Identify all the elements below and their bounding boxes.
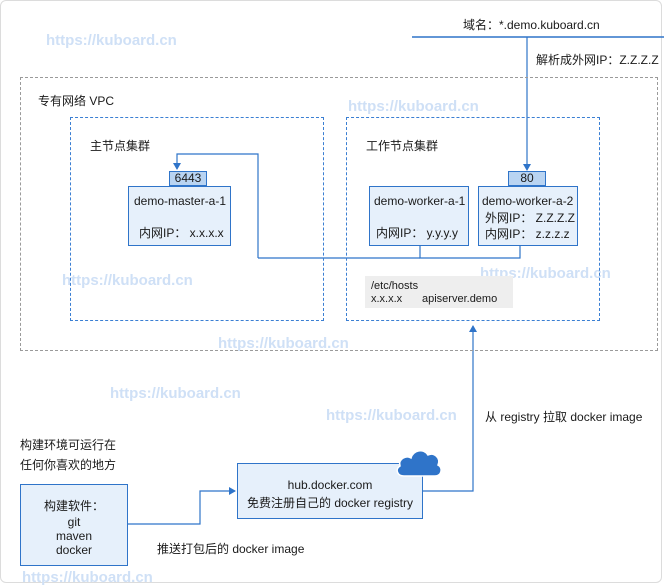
worker-node-1-name: demo-worker-a-1 xyxy=(374,194,466,208)
watermark: https://kuboard.cn xyxy=(218,335,349,352)
push-image-arrow xyxy=(128,487,236,525)
build-env-line-1: 构建环境可运行在 xyxy=(20,438,117,452)
domain-label: 域名：*.demo.kuboard.cn xyxy=(463,18,600,32)
master-cluster-label: 主节点集群 xyxy=(90,139,151,153)
master-node: demo-master-a-1 内网IP： x.x.x.x xyxy=(128,186,231,246)
master-cluster xyxy=(70,117,324,321)
worker-node-1: demo-worker-a-1 内网IP： y.y.y.y xyxy=(369,186,469,246)
push-image-label: 推送打包后的 docker image xyxy=(157,542,305,556)
worker-node-2: demo-worker-a-2 外网IP： Z.Z.Z.Z 内网IP： z.z.… xyxy=(478,186,578,246)
worker-cluster xyxy=(346,117,600,321)
worker-node-1-internal-ip: 内网IP： y.y.y.y xyxy=(376,226,459,240)
hub-description: 免费注册自己的 docker registry xyxy=(246,496,414,510)
pull-image-arrow xyxy=(423,325,477,492)
worker-node-2-name: demo-worker-a-2 xyxy=(482,194,574,208)
resolve-label: 解析成外网IP：Z.Z.Z.Z xyxy=(536,53,659,67)
apiserver-arrow xyxy=(173,153,259,258)
hosts-entry-host: apiserver.demo xyxy=(422,293,498,305)
vpc-label: 专有网络 VPC xyxy=(38,94,115,108)
worker-node-2-external-ip: 外网IP： Z.Z.Z.Z xyxy=(485,211,575,225)
worker-bus-line xyxy=(419,246,521,259)
hosts-entry-ip: x.x.x.x xyxy=(371,293,403,305)
hosts-file-path: /etc/hosts xyxy=(371,280,419,292)
master-node-name: demo-master-a-1 xyxy=(134,194,227,208)
cloud-icon xyxy=(396,450,442,477)
watermark: https://kuboard.cn xyxy=(110,385,241,402)
hosts-file: /etc/hosts x.x.x.x apiserver.demo xyxy=(365,276,513,308)
build-tool-git: git xyxy=(67,515,81,529)
watermark: https://kuboard.cn xyxy=(46,32,177,49)
hub-name: hub.docker.com xyxy=(287,478,373,492)
worker-port-badge: 80 xyxy=(508,171,546,186)
worker-cluster-label: 工作节点集群 xyxy=(366,139,439,153)
build-software-box: 构建软件： git maven docker xyxy=(20,484,128,566)
master-port-badge: 6443 xyxy=(169,171,207,186)
watermark: https://kuboard.cn xyxy=(22,569,153,586)
watermark: https://kuboard.cn xyxy=(62,272,193,289)
worker-node-2-internal-ip: 内网IP： z.z.z.z xyxy=(485,227,570,241)
build-env-line-2: 任何你喜欢的地方 xyxy=(20,458,117,472)
watermark: https://kuboard.cn xyxy=(326,407,457,424)
build-tool-docker: docker xyxy=(55,543,93,557)
watermark: https://kuboard.cn xyxy=(348,98,479,115)
vpc-region xyxy=(20,77,658,351)
build-title: 构建软件： xyxy=(43,499,104,513)
master-node-internal-ip: 内网IP： x.x.x.x xyxy=(139,226,224,240)
docker-hub-box: hub.docker.com 免费注册自己的 docker registry xyxy=(237,463,423,519)
build-tool-maven: maven xyxy=(55,529,93,543)
pull-image-label: 从 registry 拉取 docker image xyxy=(485,410,643,424)
